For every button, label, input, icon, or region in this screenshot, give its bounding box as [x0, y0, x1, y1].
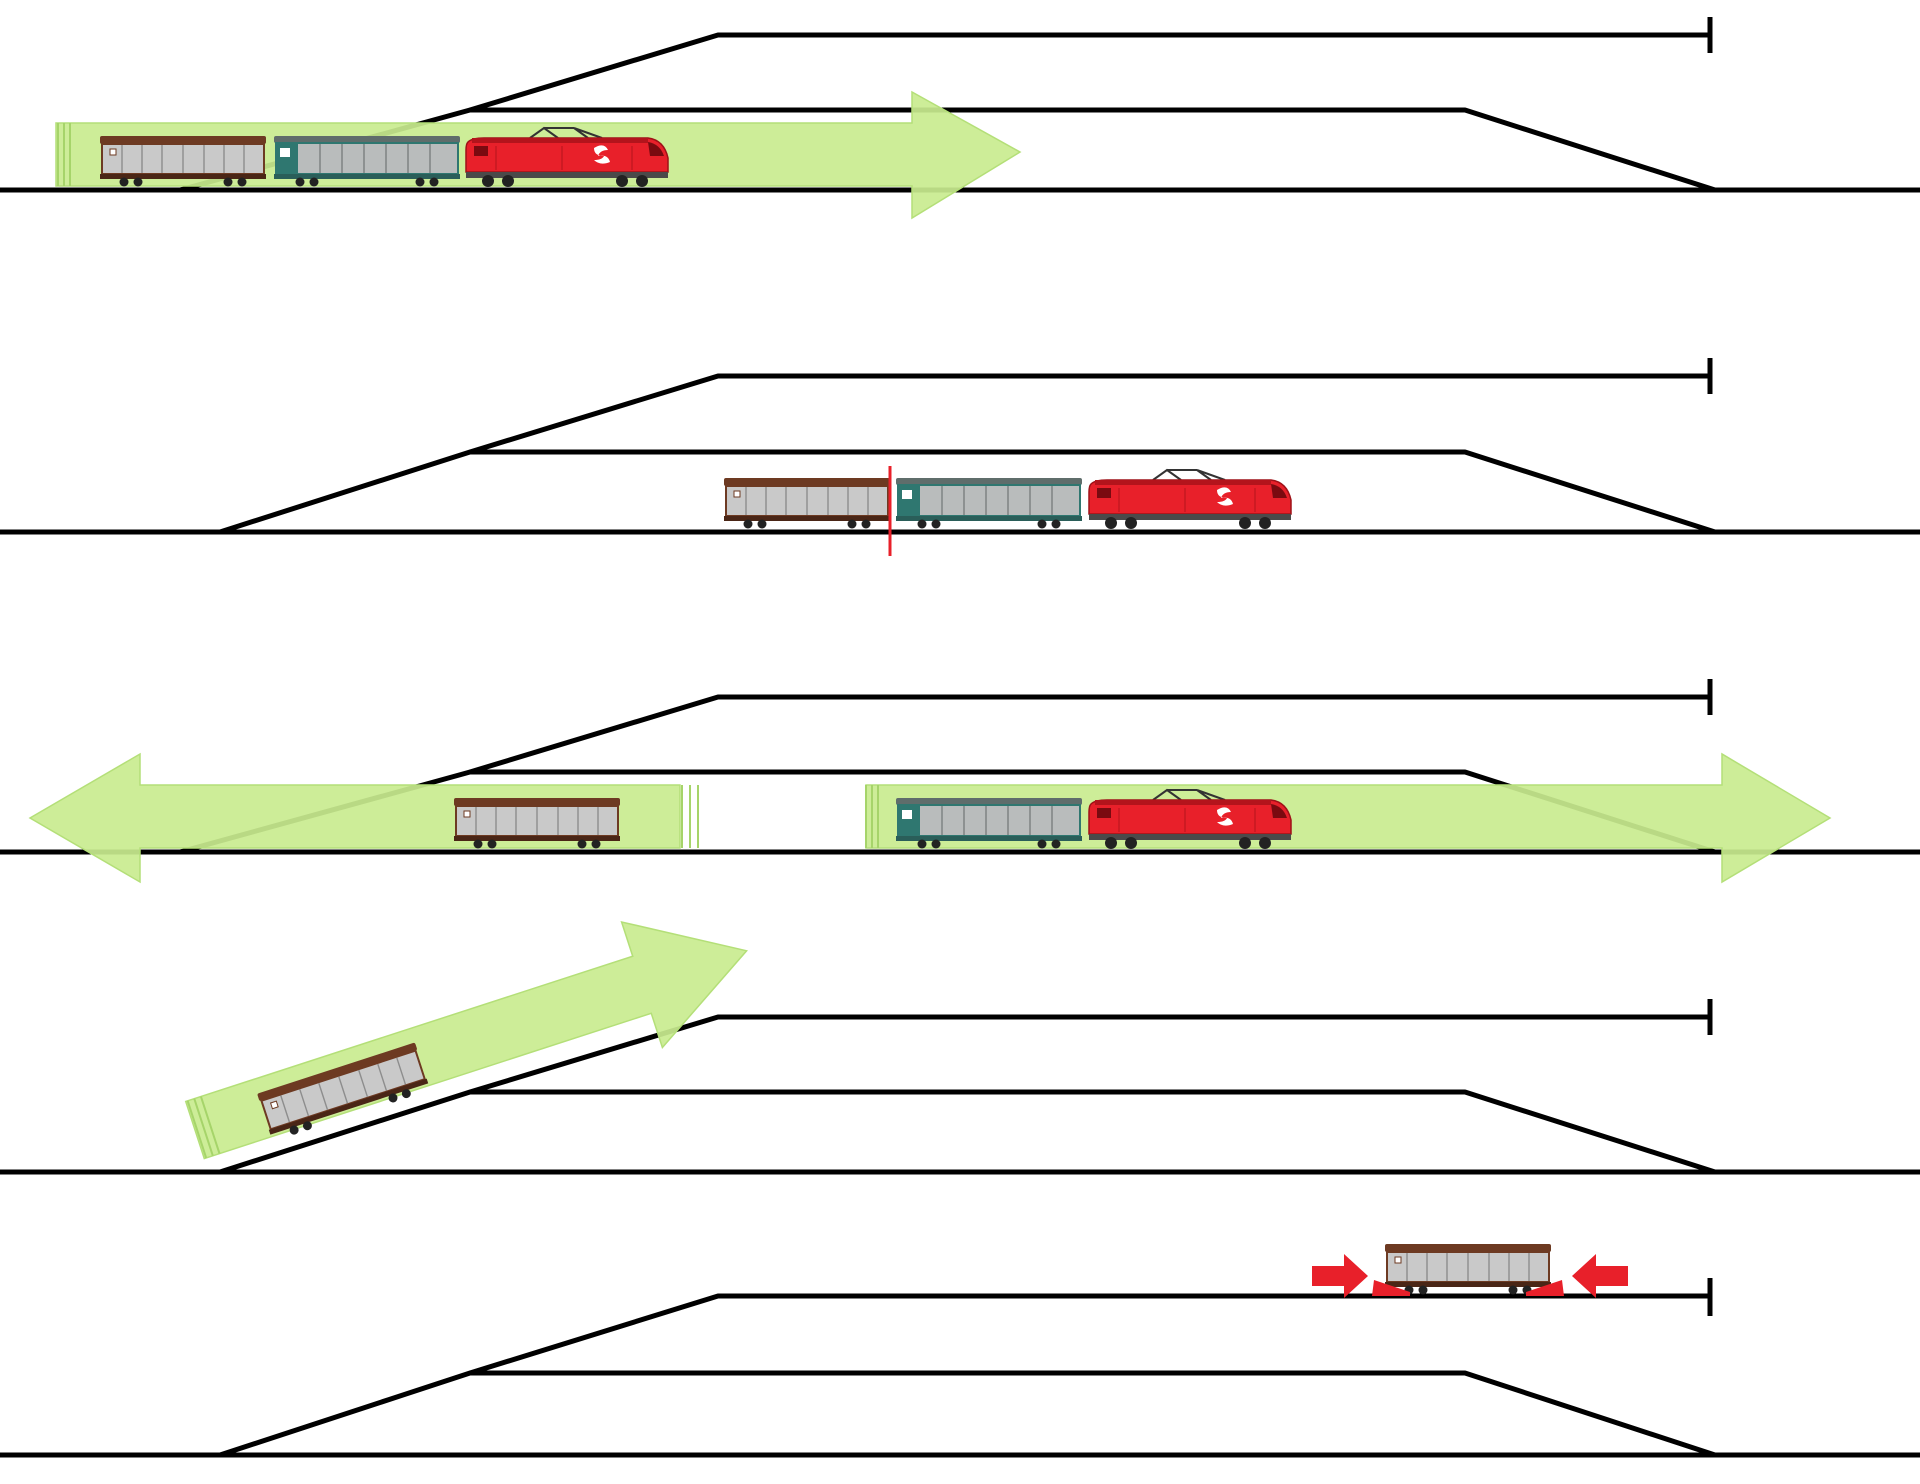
dead-end-track-3 — [469, 694, 1710, 775]
panel-4 — [0, 920, 1920, 1175]
track-layout-4 — [0, 999, 1920, 1175]
passing-track-5 — [219, 1370, 1716, 1458]
split-right-arrow — [865, 752, 1832, 884]
track-layout-2 — [0, 358, 1920, 535]
brake-arrow-right-icon — [1312, 1254, 1368, 1298]
panel-1 — [0, 17, 1920, 220]
brake-arrows — [1312, 1254, 1628, 1298]
locomotive-2 — [1088, 469, 1292, 530]
brake-shoe-right-icon — [1526, 1280, 1564, 1296]
brake-shoe-icon — [1372, 1280, 1564, 1296]
wagon-brown-5 — [1384, 1243, 1552, 1296]
track-layout-5 — [0, 1278, 1920, 1458]
passing-track-2 — [219, 449, 1716, 535]
wagon-brown-3 — [453, 797, 621, 850]
passing-track-4 — [219, 1089, 1716, 1175]
wagon-brown-2 — [723, 477, 891, 530]
train-2 — [723, 469, 1292, 530]
dead-end-track-2 — [469, 373, 1710, 455]
panel-5 — [0, 1243, 1920, 1458]
wagon-teal-1 — [273, 135, 461, 188]
diverging-arrow — [184, 920, 748, 1160]
dead-end-track-4 — [469, 1014, 1710, 1095]
wagon-teal-3 — [895, 797, 1083, 850]
train-5 — [1384, 1243, 1552, 1296]
panel-3 — [0, 679, 1920, 884]
brake-shoe-left-icon — [1372, 1280, 1410, 1296]
split-left-arrow — [28, 752, 699, 884]
wagon-brown-1 — [99, 135, 267, 188]
dead-end-track-5 — [469, 1293, 1710, 1376]
brake-arrow-left-icon — [1572, 1254, 1628, 1298]
wagon-teal-2 — [895, 477, 1083, 530]
panel-2 — [0, 358, 1920, 556]
dead-end-track-1 — [469, 32, 1710, 113]
